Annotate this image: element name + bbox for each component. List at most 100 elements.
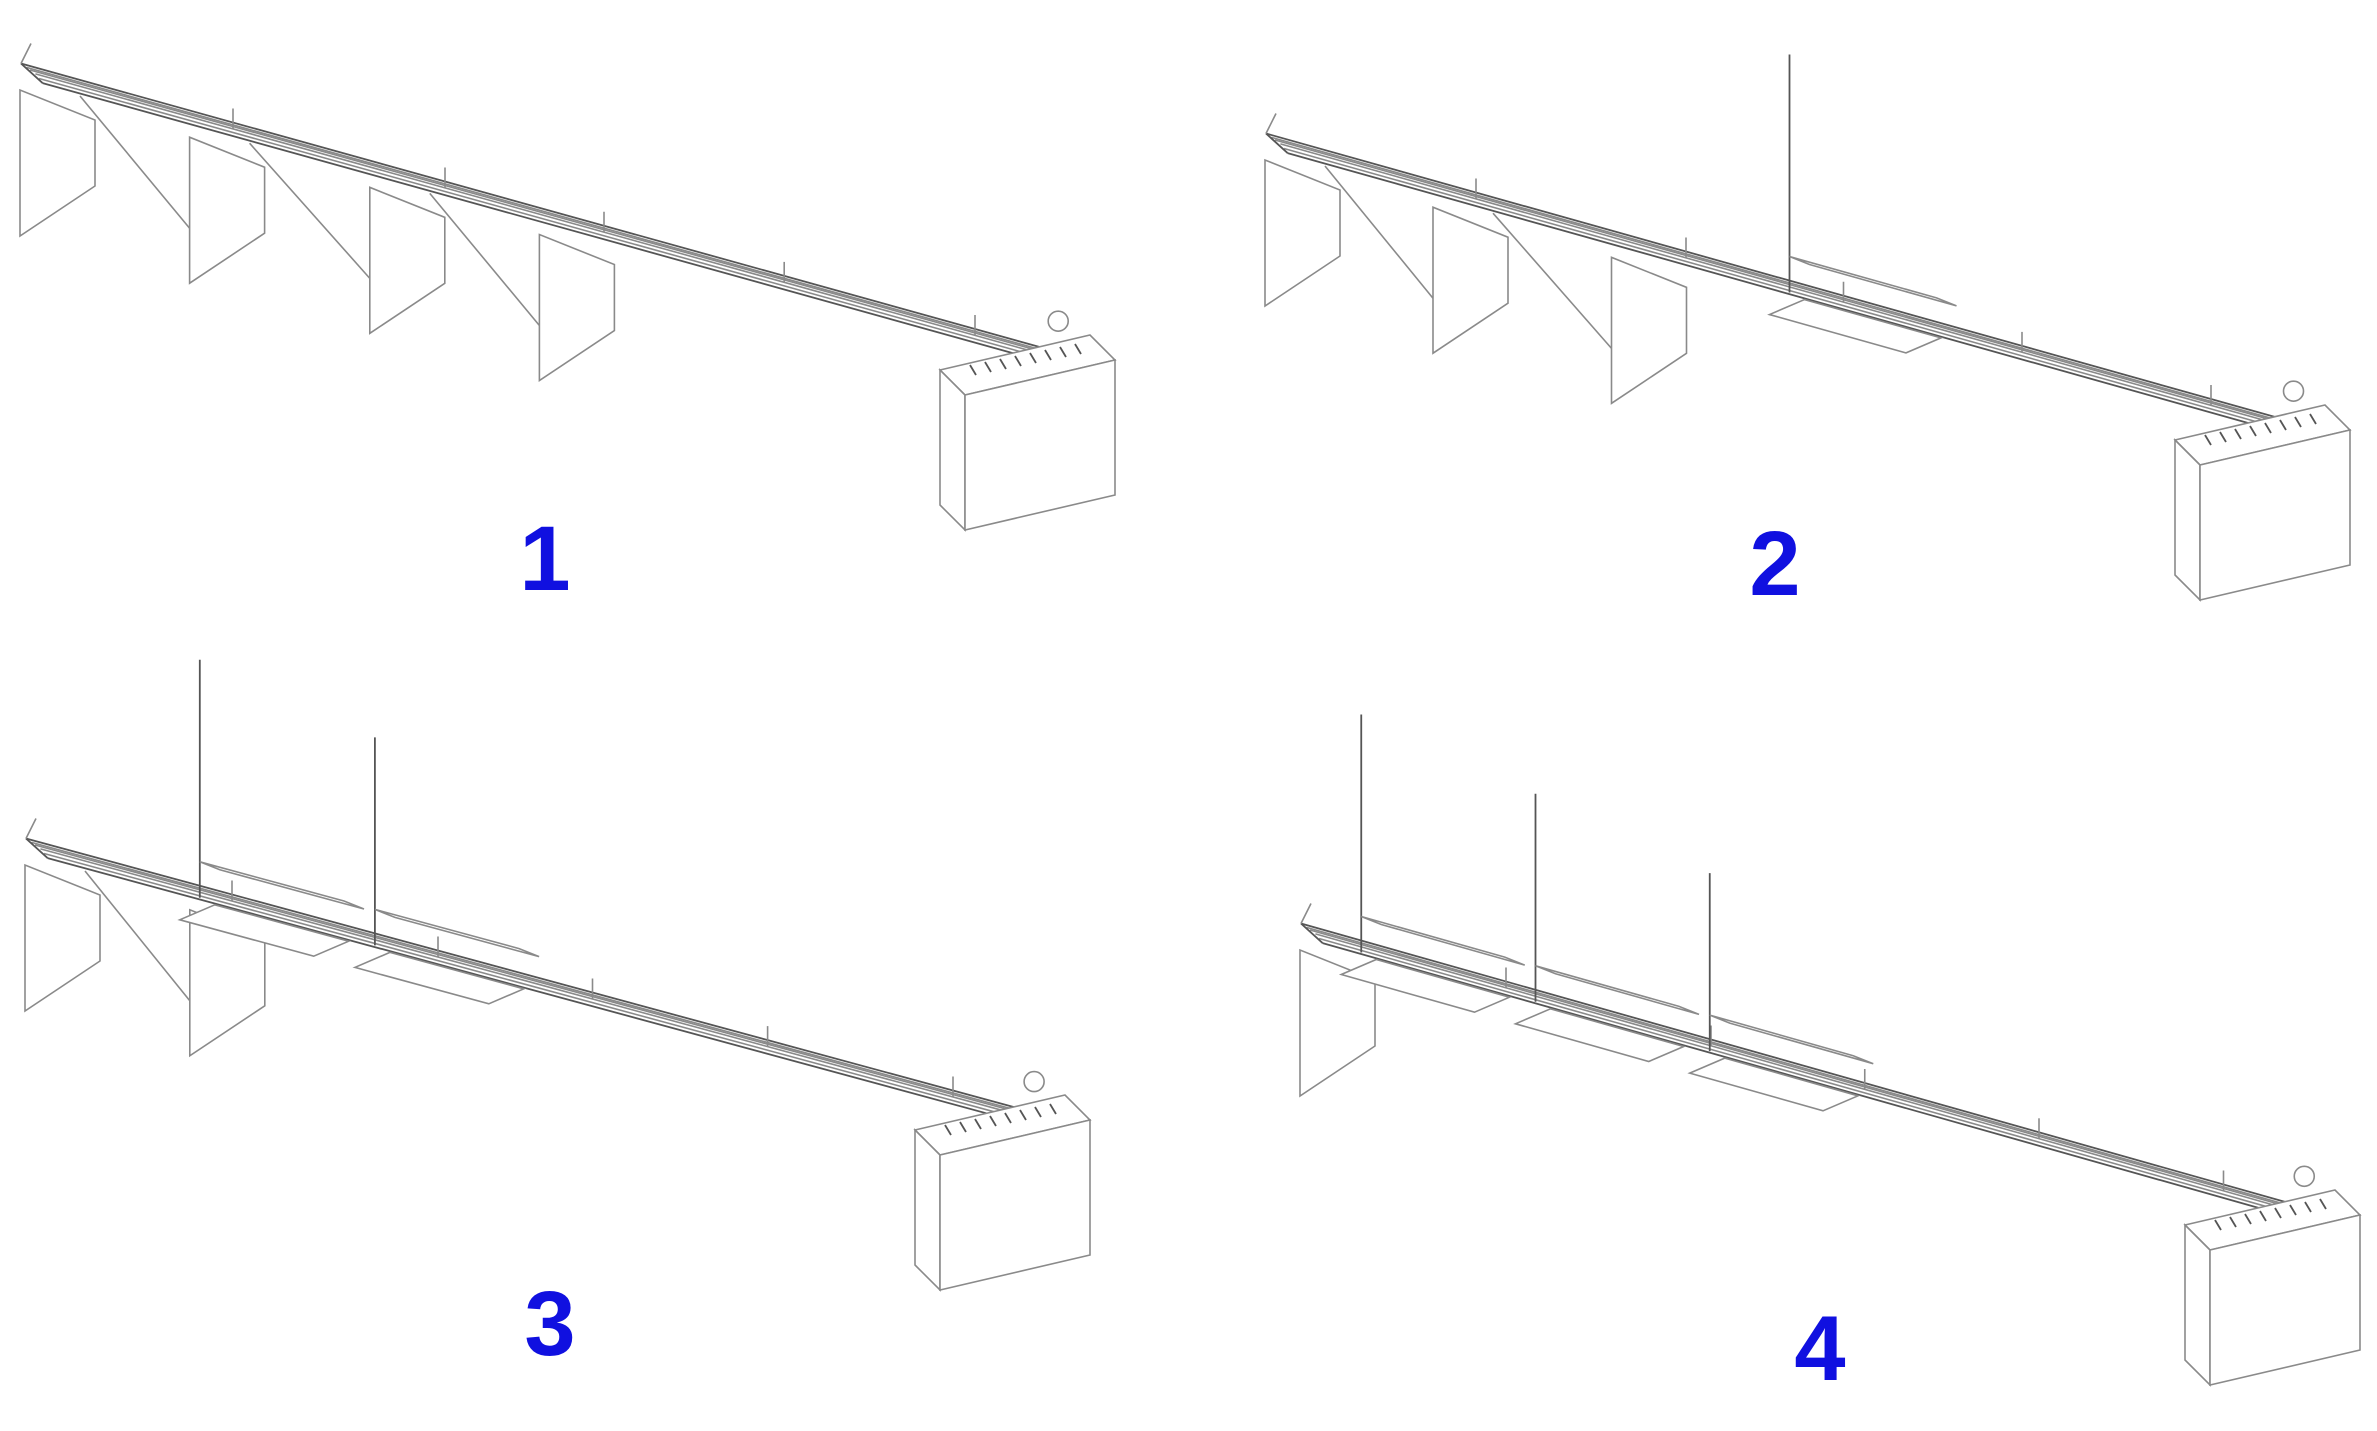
drive-gear-tooth <box>969 364 977 376</box>
support-brace <box>79 95 191 229</box>
drive-gear-tooth <box>2249 425 2257 437</box>
panel-2 <box>1264 54 2352 602</box>
drive-gear-tooth <box>2264 422 2272 434</box>
beam-rail <box>29 69 1091 366</box>
panel-label-3: 3 <box>524 1273 575 1375</box>
panel-label-1: 1 <box>519 508 570 610</box>
drive-side <box>939 368 966 532</box>
drive-gear-tooth <box>989 1115 997 1127</box>
support-frame <box>538 233 616 383</box>
hanging-panel <box>1687 1057 1861 1112</box>
drive-pulley <box>1023 1070 1045 1093</box>
drive-gear-tooth <box>1004 1112 1012 1124</box>
beam-rail <box>34 844 1066 1126</box>
beam-rail <box>25 837 1057 1120</box>
support-brace <box>84 870 191 1002</box>
beam-rail <box>1283 147 2335 445</box>
drive-gear-tooth <box>959 1121 967 1133</box>
beam-rail <box>43 852 1075 1135</box>
drive-gear-tooth <box>2279 419 2287 431</box>
drive-gear-tooth <box>2294 416 2302 428</box>
beam-rail <box>26 66 1087 364</box>
support-frame <box>1610 256 1688 405</box>
support-brace <box>1492 212 1613 349</box>
drive-gear-tooth <box>1034 1106 1042 1118</box>
beam-rail <box>1271 136 2322 434</box>
drive-side <box>2184 1223 2211 1387</box>
beam-rail <box>1274 139 2326 436</box>
support-frame <box>1432 206 1509 355</box>
drive-gear-tooth <box>2244 1213 2252 1225</box>
beam-rail <box>38 77 1100 375</box>
top-plate <box>374 908 540 958</box>
top-plate <box>1535 965 1700 1016</box>
drive-pulley <box>1047 310 1069 332</box>
panel-label-4: 4 <box>1794 1298 1845 1400</box>
beam-end-cap <box>20 62 44 84</box>
support-frame <box>19 88 96 238</box>
drive-front <box>2209 1213 2361 1387</box>
drive-gear-tooth <box>974 1118 982 1130</box>
drive-gear-tooth <box>2219 431 2227 443</box>
drive-side <box>914 1128 941 1292</box>
drive-gear-tooth <box>2304 1201 2312 1213</box>
beam-end-cap <box>1300 922 1324 944</box>
drive-gear-tooth <box>999 358 1007 370</box>
beam-rail <box>1322 942 2348 1234</box>
hanging-panel <box>352 951 527 1005</box>
drive-gear-tooth <box>2204 434 2212 446</box>
support-frame <box>368 186 446 335</box>
top-plate <box>1709 1014 1874 1065</box>
panel-4 <box>1299 714 2362 1387</box>
beam-end-mark <box>1300 903 1312 924</box>
drive-pulley <box>2282 380 2305 402</box>
support-frame <box>1264 158 1341 308</box>
panel-3 <box>24 659 1092 1292</box>
top-plate <box>199 861 365 910</box>
drive-gear-tooth <box>2289 1204 2297 1216</box>
beam-rail <box>47 857 1078 1139</box>
beam-rail <box>1300 922 2327 1215</box>
drive-front <box>939 1118 1091 1292</box>
beam-rail <box>1265 132 2317 430</box>
beam-end-cap <box>25 837 49 859</box>
drive-gear-tooth <box>1049 1103 1057 1115</box>
beam-rail <box>1315 933 2341 1225</box>
drive-gear-tooth <box>2259 1210 2267 1222</box>
drive-gear-tooth <box>2319 1198 2327 1210</box>
panel-label-2: 2 <box>1749 513 1800 615</box>
drive-gear-tooth <box>2234 428 2242 440</box>
drive-front <box>2199 428 2351 602</box>
support-brace <box>429 192 541 327</box>
support-frame <box>24 863 101 1013</box>
drive-gear-tooth <box>2309 413 2317 425</box>
drive-gear-tooth <box>1044 349 1052 361</box>
beam-rail <box>31 841 1062 1124</box>
support-frame <box>188 136 266 285</box>
beam-rail <box>1280 143 2331 440</box>
drive-front <box>964 358 1116 532</box>
hanging-panel <box>177 903 352 958</box>
beam-rail <box>20 62 1082 360</box>
drive-pulley <box>2293 1165 2316 1188</box>
drive-gear-tooth <box>944 1124 952 1136</box>
beam-end-mark <box>1265 113 1277 134</box>
beam-rail <box>42 82 1103 379</box>
drive-side <box>2174 438 2201 602</box>
hanging-panel <box>1338 958 1512 1014</box>
drive-gear-tooth <box>2214 1219 2222 1231</box>
beam-end-cap <box>1265 132 1289 154</box>
beam-rail <box>1309 929 2336 1221</box>
beam-rail <box>35 73 1096 370</box>
drive-gear-tooth <box>2229 1216 2237 1228</box>
beam-rail <box>1306 926 2332 1219</box>
beam-rail <box>40 848 1071 1130</box>
beam-end-mark <box>20 43 32 64</box>
drive-gear-tooth <box>1074 343 1082 355</box>
drive-gear-tooth <box>1059 346 1067 358</box>
drive-gear-tooth <box>2274 1207 2282 1219</box>
top-plate <box>1360 915 1526 966</box>
hanging-panel <box>1767 298 1944 354</box>
panel-1 <box>19 43 1117 532</box>
